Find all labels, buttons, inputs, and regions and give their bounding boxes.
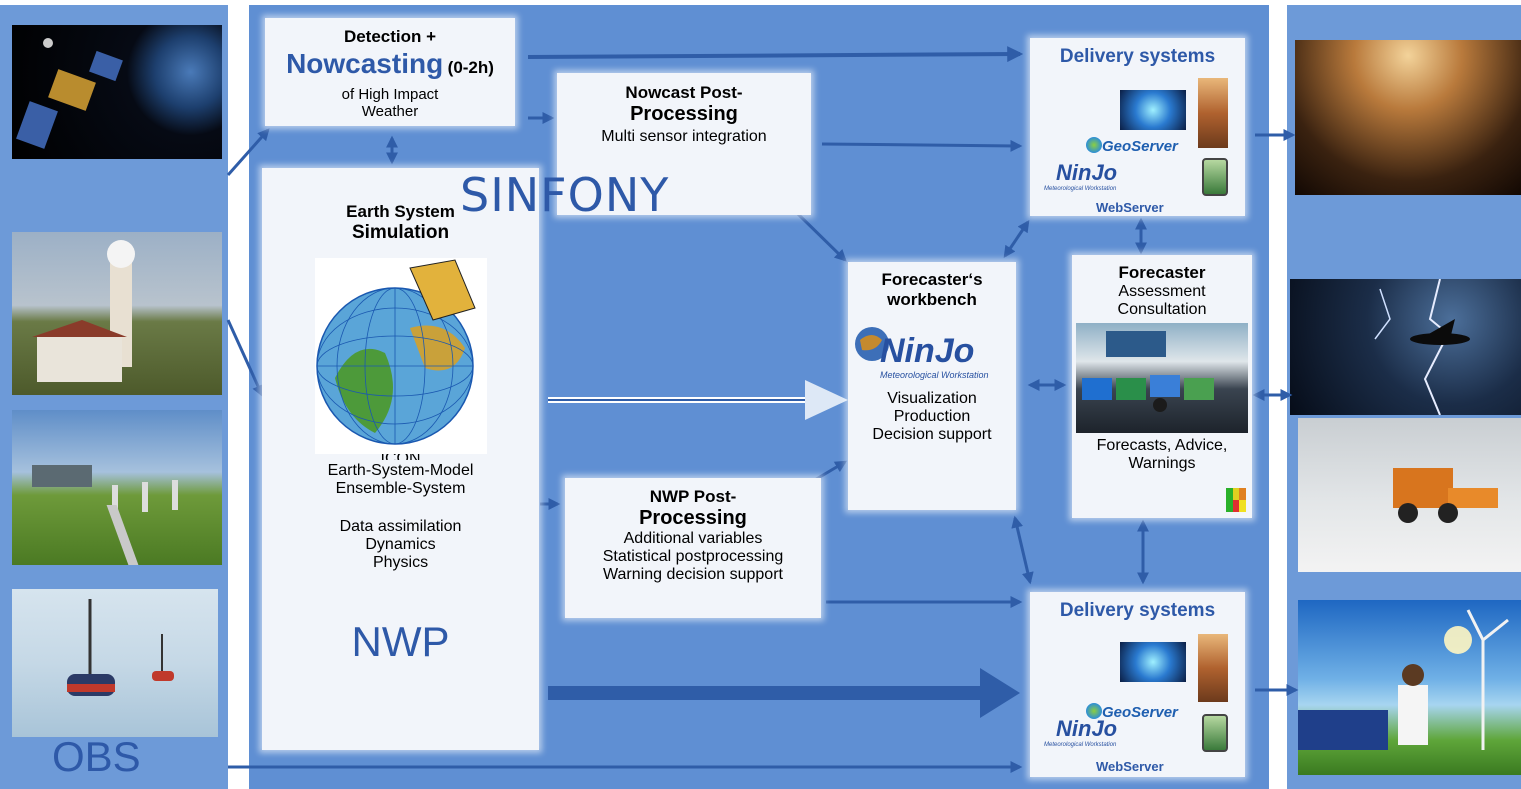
geoserver-mark-icon	[1086, 703, 1102, 719]
nowcasting-range: (0-2h)	[447, 58, 494, 77]
nowcasting-title: Nowcasting	[286, 48, 444, 79]
ninjo-globe-icon	[855, 327, 889, 361]
earth-title2: Simulation	[351, 222, 450, 243]
geoserver-logo: GeoServer	[1102, 138, 1178, 155]
nwp-postprocessing-box: NWP Post- Processing Additional variable…	[565, 478, 821, 618]
earth-title1: Earth System	[346, 202, 455, 221]
workbench-title1: Forecaster‘s	[881, 270, 983, 289]
earth-line-dynamics: Dynamics	[365, 536, 436, 553]
earth-line-assimilation: Data assimilation	[339, 518, 462, 535]
delivery-systems-top-box: Delivery systems GeoServer NinJo Meteoro…	[1030, 38, 1245, 216]
nowcast-pp-title1: Nowcast Post-	[625, 83, 743, 102]
forecaster-line-assessment: Assessment	[1118, 283, 1206, 300]
ninjo-logo-text: NinJo	[880, 332, 975, 370]
nowcast-pp-line3: Multi sensor integration	[601, 128, 767, 145]
delivery-bottom-ninjo: NinJo	[1056, 716, 1118, 741]
delivery-bottom-title: Delivery systems	[1059, 600, 1216, 621]
forecaster-office-photo	[1076, 323, 1248, 433]
delivery-bottom-webserver: WebServer	[1096, 759, 1164, 774]
sinfony-logo: SINFONY	[460, 168, 670, 222]
crowd-photo	[1295, 40, 1521, 195]
nwp-pp-line-statistical: Statistical postprocessing	[602, 548, 784, 565]
cloud-data-icon	[1120, 90, 1186, 130]
nwp-pp-title1: NWP Post-	[649, 487, 737, 506]
forecaster-box: Forecaster Assessment Consultation Forec…	[1072, 255, 1252, 518]
satellite-icon	[16, 38, 123, 149]
delivery-top-ninjo-sub: Meteorological Workstation	[1044, 186, 1117, 192]
detection-line4: Weather	[361, 103, 419, 120]
cloud-data-icon	[1120, 642, 1186, 682]
earth-system-box: Earth System Simulation ICON Earth-Syste…	[262, 168, 539, 750]
earth-line-model: Earth-System-Model	[327, 462, 474, 479]
earth-line-ensemble: Ensemble-System	[335, 480, 466, 497]
forecaster-bottom-2: Warnings	[1128, 455, 1196, 472]
nowcast-postprocessing-box: Nowcast Post- Processing Multi sensor in…	[557, 73, 811, 215]
nwp-pp-line-warning: Warning decision support	[603, 566, 783, 583]
icon-label: ICON	[380, 450, 421, 460]
warning-levels-icon	[1226, 488, 1247, 512]
forecaster-workbench-box: Forecaster‘s workbench NinJo Meteorologi…	[848, 262, 1016, 510]
earth-line-physics: Physics	[372, 554, 429, 571]
lightning-icon	[1374, 279, 1470, 415]
observatory-tower-photo	[12, 232, 222, 395]
workbench-title2: workbench	[887, 290, 977, 309]
smartphone-icon	[1202, 714, 1228, 752]
delivery-top-webserver: WebServer	[1096, 200, 1164, 215]
detection-nowcasting-box: Detection + Nowcasting (0-2h) of High Im…	[265, 18, 515, 126]
forecaster-bottom-1: Forecasts, Advice,	[1096, 437, 1228, 454]
obs-label: OBS	[52, 733, 141, 780]
nwp-pp-line-variables: Additional variables	[623, 530, 763, 547]
ninjo-logo: NinJo Meteorological Workstation	[850, 322, 1014, 384]
tower-icon	[32, 240, 135, 382]
icon-globe-image	[314, 258, 487, 454]
satellite-photo	[12, 25, 222, 159]
smartphone-icon	[1202, 158, 1228, 196]
buoys-photo	[12, 589, 218, 737]
wind-turbine-icon	[1298, 609, 1509, 750]
workbench-line-production: Production	[893, 408, 971, 425]
geoserver-logo: GeoServer	[1102, 704, 1178, 721]
monitors-icon	[1082, 331, 1214, 412]
nwp-pp-title2: Processing	[639, 507, 747, 529]
delivery-top-ninjo: NinJo	[1056, 160, 1118, 185]
workbench-line-visualization: Visualization	[887, 390, 977, 407]
globe-grid-icon	[315, 259, 476, 445]
delivery-systems-bottom-box: Delivery systems GeoServer NinJo Meteoro…	[1030, 592, 1245, 777]
renewables-photo	[1298, 600, 1521, 775]
forecaster-title: Forecaster	[1118, 263, 1206, 282]
delivery-bottom-ninjo-sub: Meteorological Workstation	[1044, 742, 1117, 748]
buoy-icon	[67, 599, 174, 696]
snowplow-icon	[1393, 468, 1498, 523]
ninjo-logo-sub: Meteorological Workstation	[880, 370, 989, 380]
detection-title: Detection +	[343, 27, 437, 46]
nwp-label: NWP	[351, 618, 450, 665]
snowplow-photo	[1298, 418, 1521, 572]
workbench-line-decision: Decision support	[872, 426, 992, 443]
station-instruments-icon	[32, 465, 178, 565]
weather-station-field-photo	[12, 410, 222, 565]
storm-airplane-photo	[1290, 279, 1521, 415]
geoserver-mark-icon	[1086, 137, 1102, 153]
forecaster-line-consultation: Consultation	[1117, 301, 1207, 318]
mythical-figure-image	[1198, 78, 1228, 148]
detection-line3: of High Impact	[341, 86, 439, 103]
mythical-figure-image	[1198, 634, 1228, 702]
delivery-top-title: Delivery systems	[1059, 46, 1216, 67]
nowcast-pp-title2: Processing	[630, 103, 738, 125]
